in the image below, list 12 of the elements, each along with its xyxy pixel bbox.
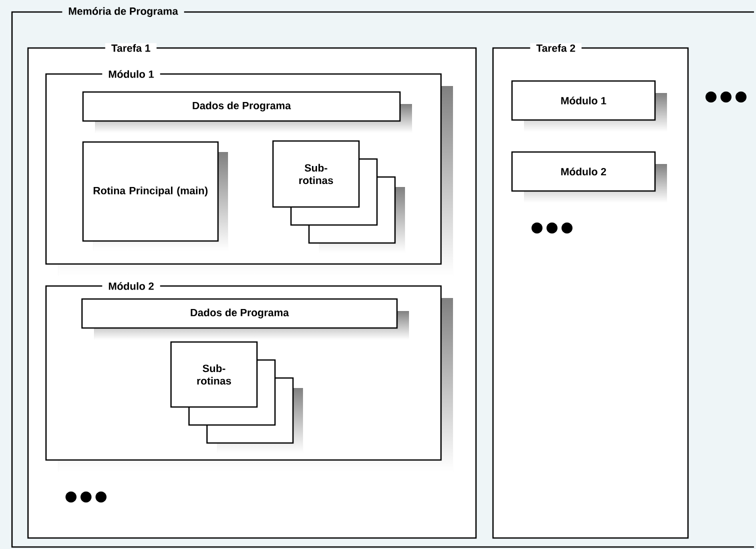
node-label: Sub- rotinas (197, 364, 232, 385)
node-label: Memória de Programa (68, 7, 178, 17)
box: Módulo 1 (511, 80, 667, 132)
node-label: Módulo 1 (108, 70, 154, 78)
stacked-boxes: Sub- rotinas (170, 341, 303, 453)
box: Rotina Principal (main) (82, 141, 228, 251)
box: Dados de Programa (82, 91, 412, 133)
node-label: Módulo 2 (108, 282, 154, 290)
node-label: Sub- rotinas (299, 164, 334, 184)
stacked-boxes: Sub- rotinas (272, 140, 405, 253)
box: Módulo 2 (511, 151, 667, 203)
box: Dados de Programa (81, 298, 409, 340)
